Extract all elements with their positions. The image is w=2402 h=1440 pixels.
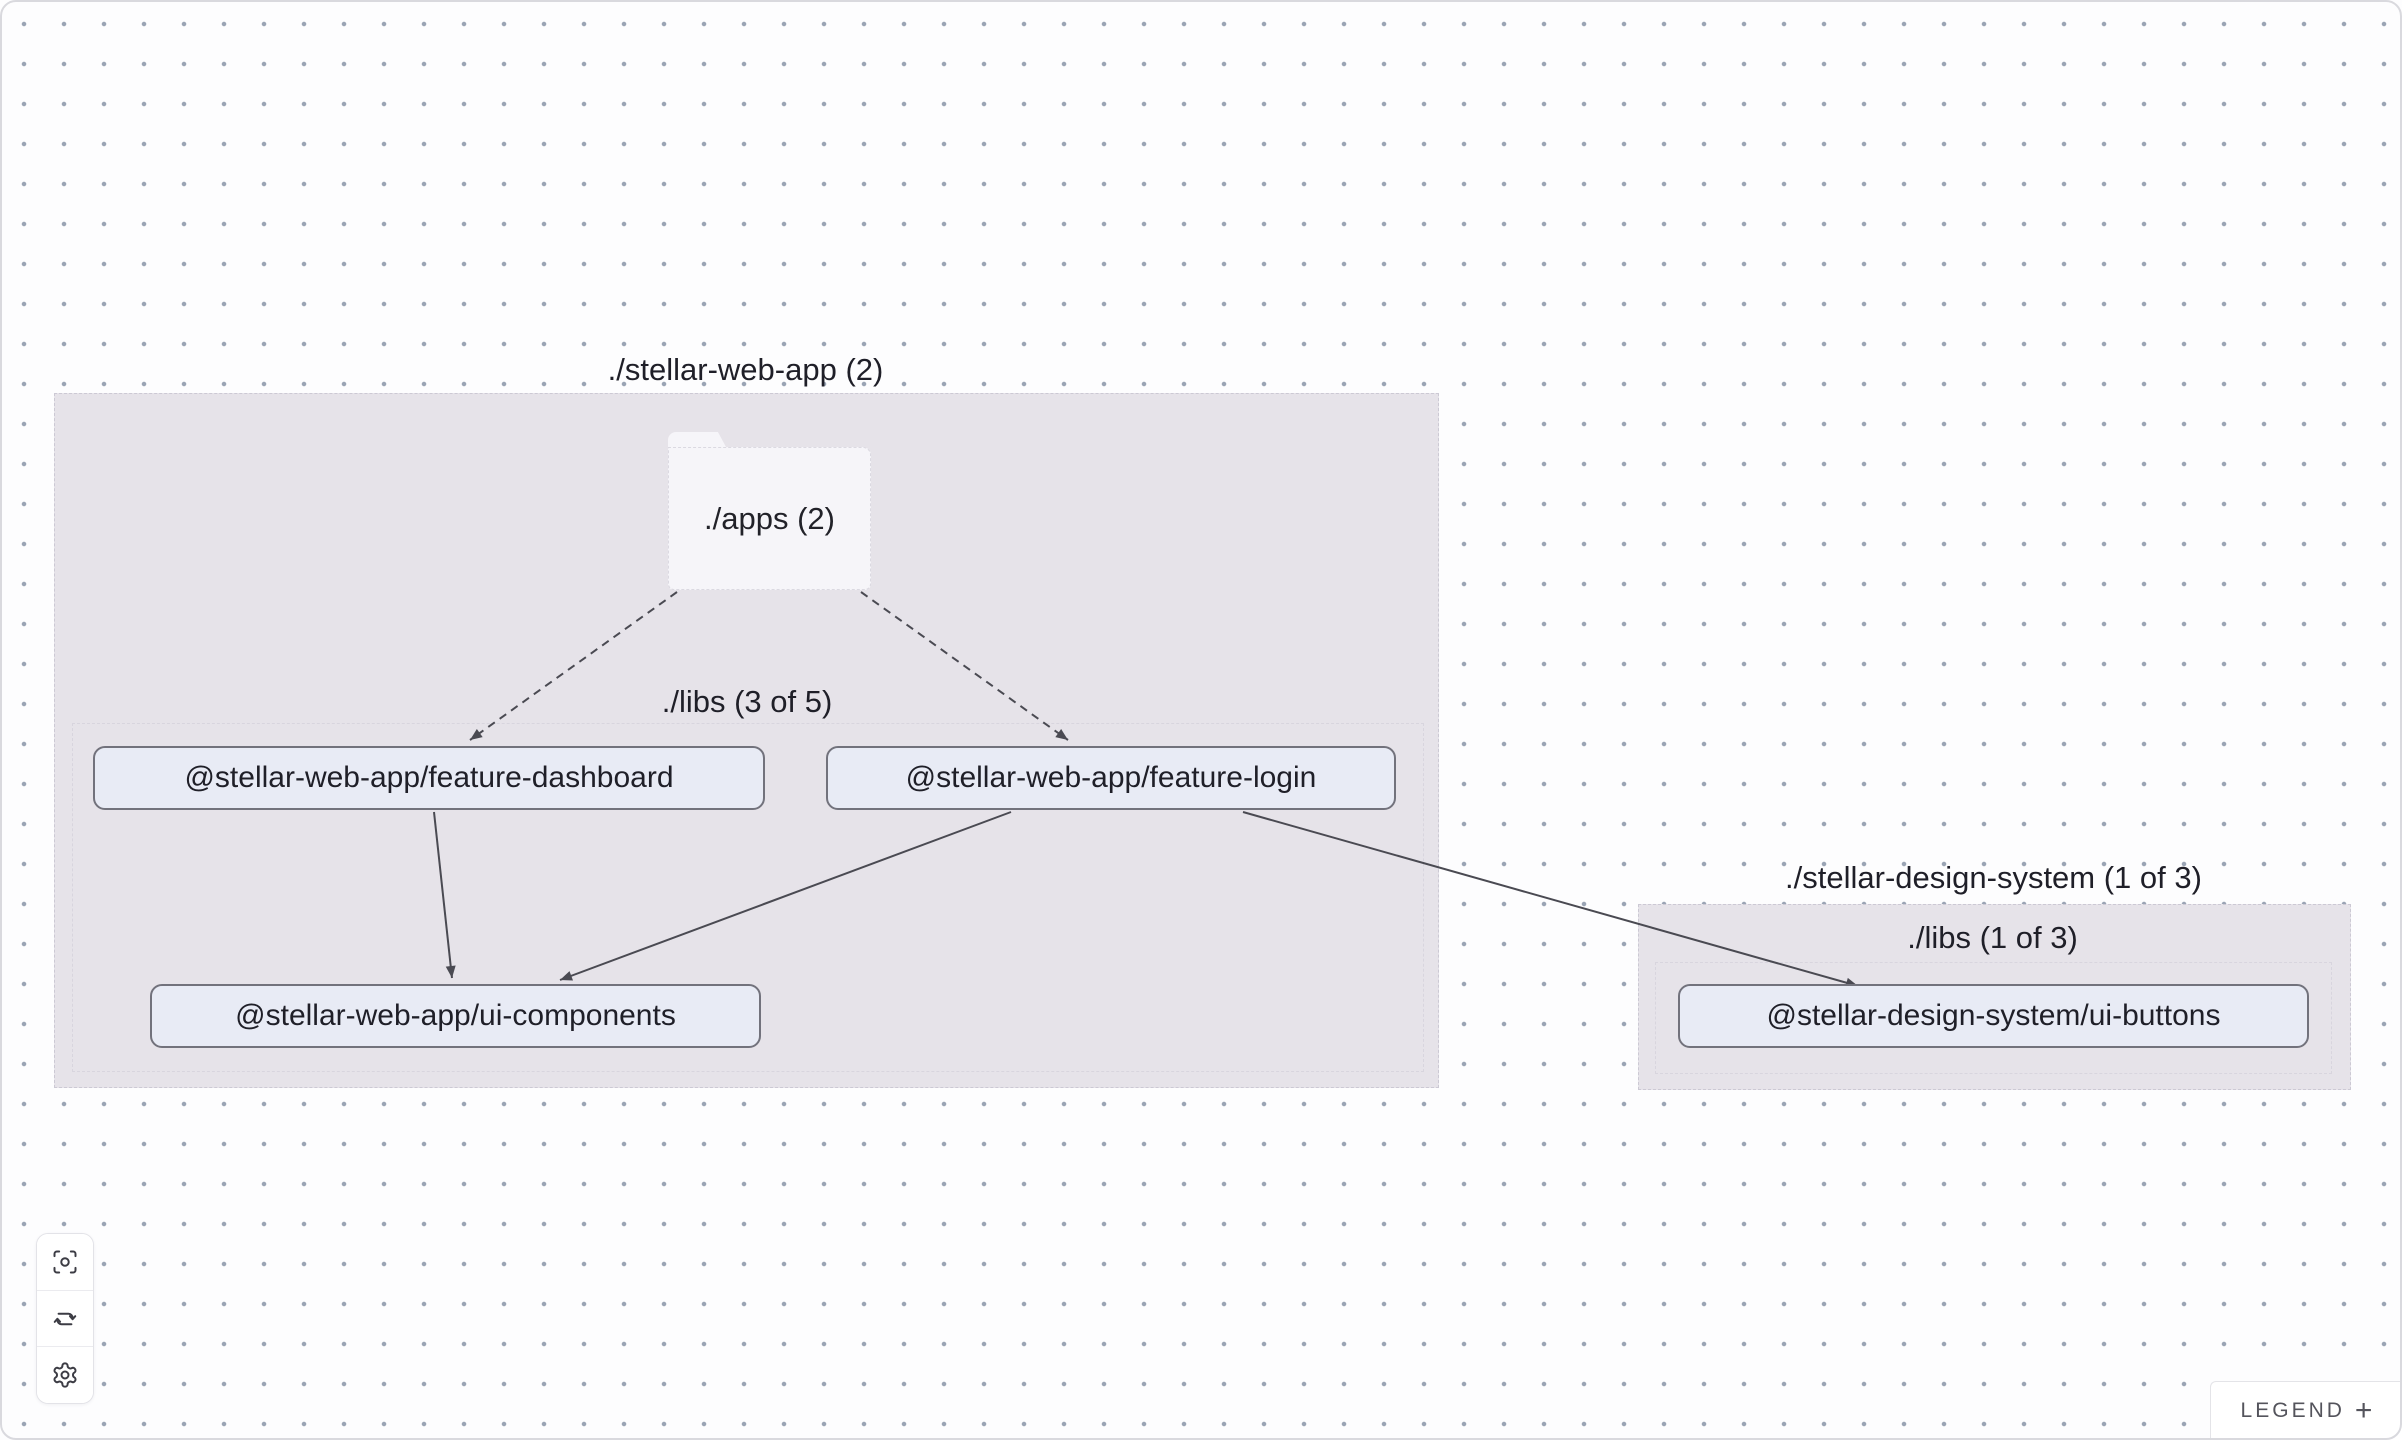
folder-node-apps[interactable]: ./apps (2) xyxy=(668,432,871,590)
group-stellar-design-system-libs xyxy=(1655,962,2332,1074)
plus-icon: + xyxy=(2354,1394,2373,1427)
refresh-button[interactable] xyxy=(37,1290,93,1348)
project-node-ui-components[interactable]: @stellar-web-app/ui-components xyxy=(150,984,761,1048)
folder-label: ./apps (2) xyxy=(668,447,871,590)
group-label-stellar-design-system: ./stellar-design-system (1 of 3) xyxy=(1785,860,2202,895)
refresh-icon xyxy=(51,1305,79,1333)
group-label-stellar-web-app-libs: ./libs (3 of 5) xyxy=(661,684,833,719)
settings-button[interactable] xyxy=(37,1347,93,1403)
project-node-feature-login[interactable]: @stellar-web-app/feature-login xyxy=(826,746,1396,810)
group-label-stellar-web-app: ./stellar-web-app (2) xyxy=(607,352,884,387)
group-label-stellar-design-system-libs: ./libs (1 of 3) xyxy=(1907,920,2078,955)
legend-label: LEGEND xyxy=(2240,1399,2345,1422)
project-node-ui-buttons[interactable]: @stellar-design-system/ui-buttons xyxy=(1678,984,2309,1048)
project-node-feature-dashboard[interactable]: @stellar-web-app/feature-dashboard xyxy=(93,746,765,810)
focus-button[interactable] xyxy=(37,1234,93,1291)
graph-toolbar xyxy=(36,1233,94,1404)
legend-button[interactable]: LEGEND + xyxy=(2210,1381,2402,1440)
gear-icon xyxy=(51,1361,79,1389)
focus-icon xyxy=(51,1248,79,1276)
